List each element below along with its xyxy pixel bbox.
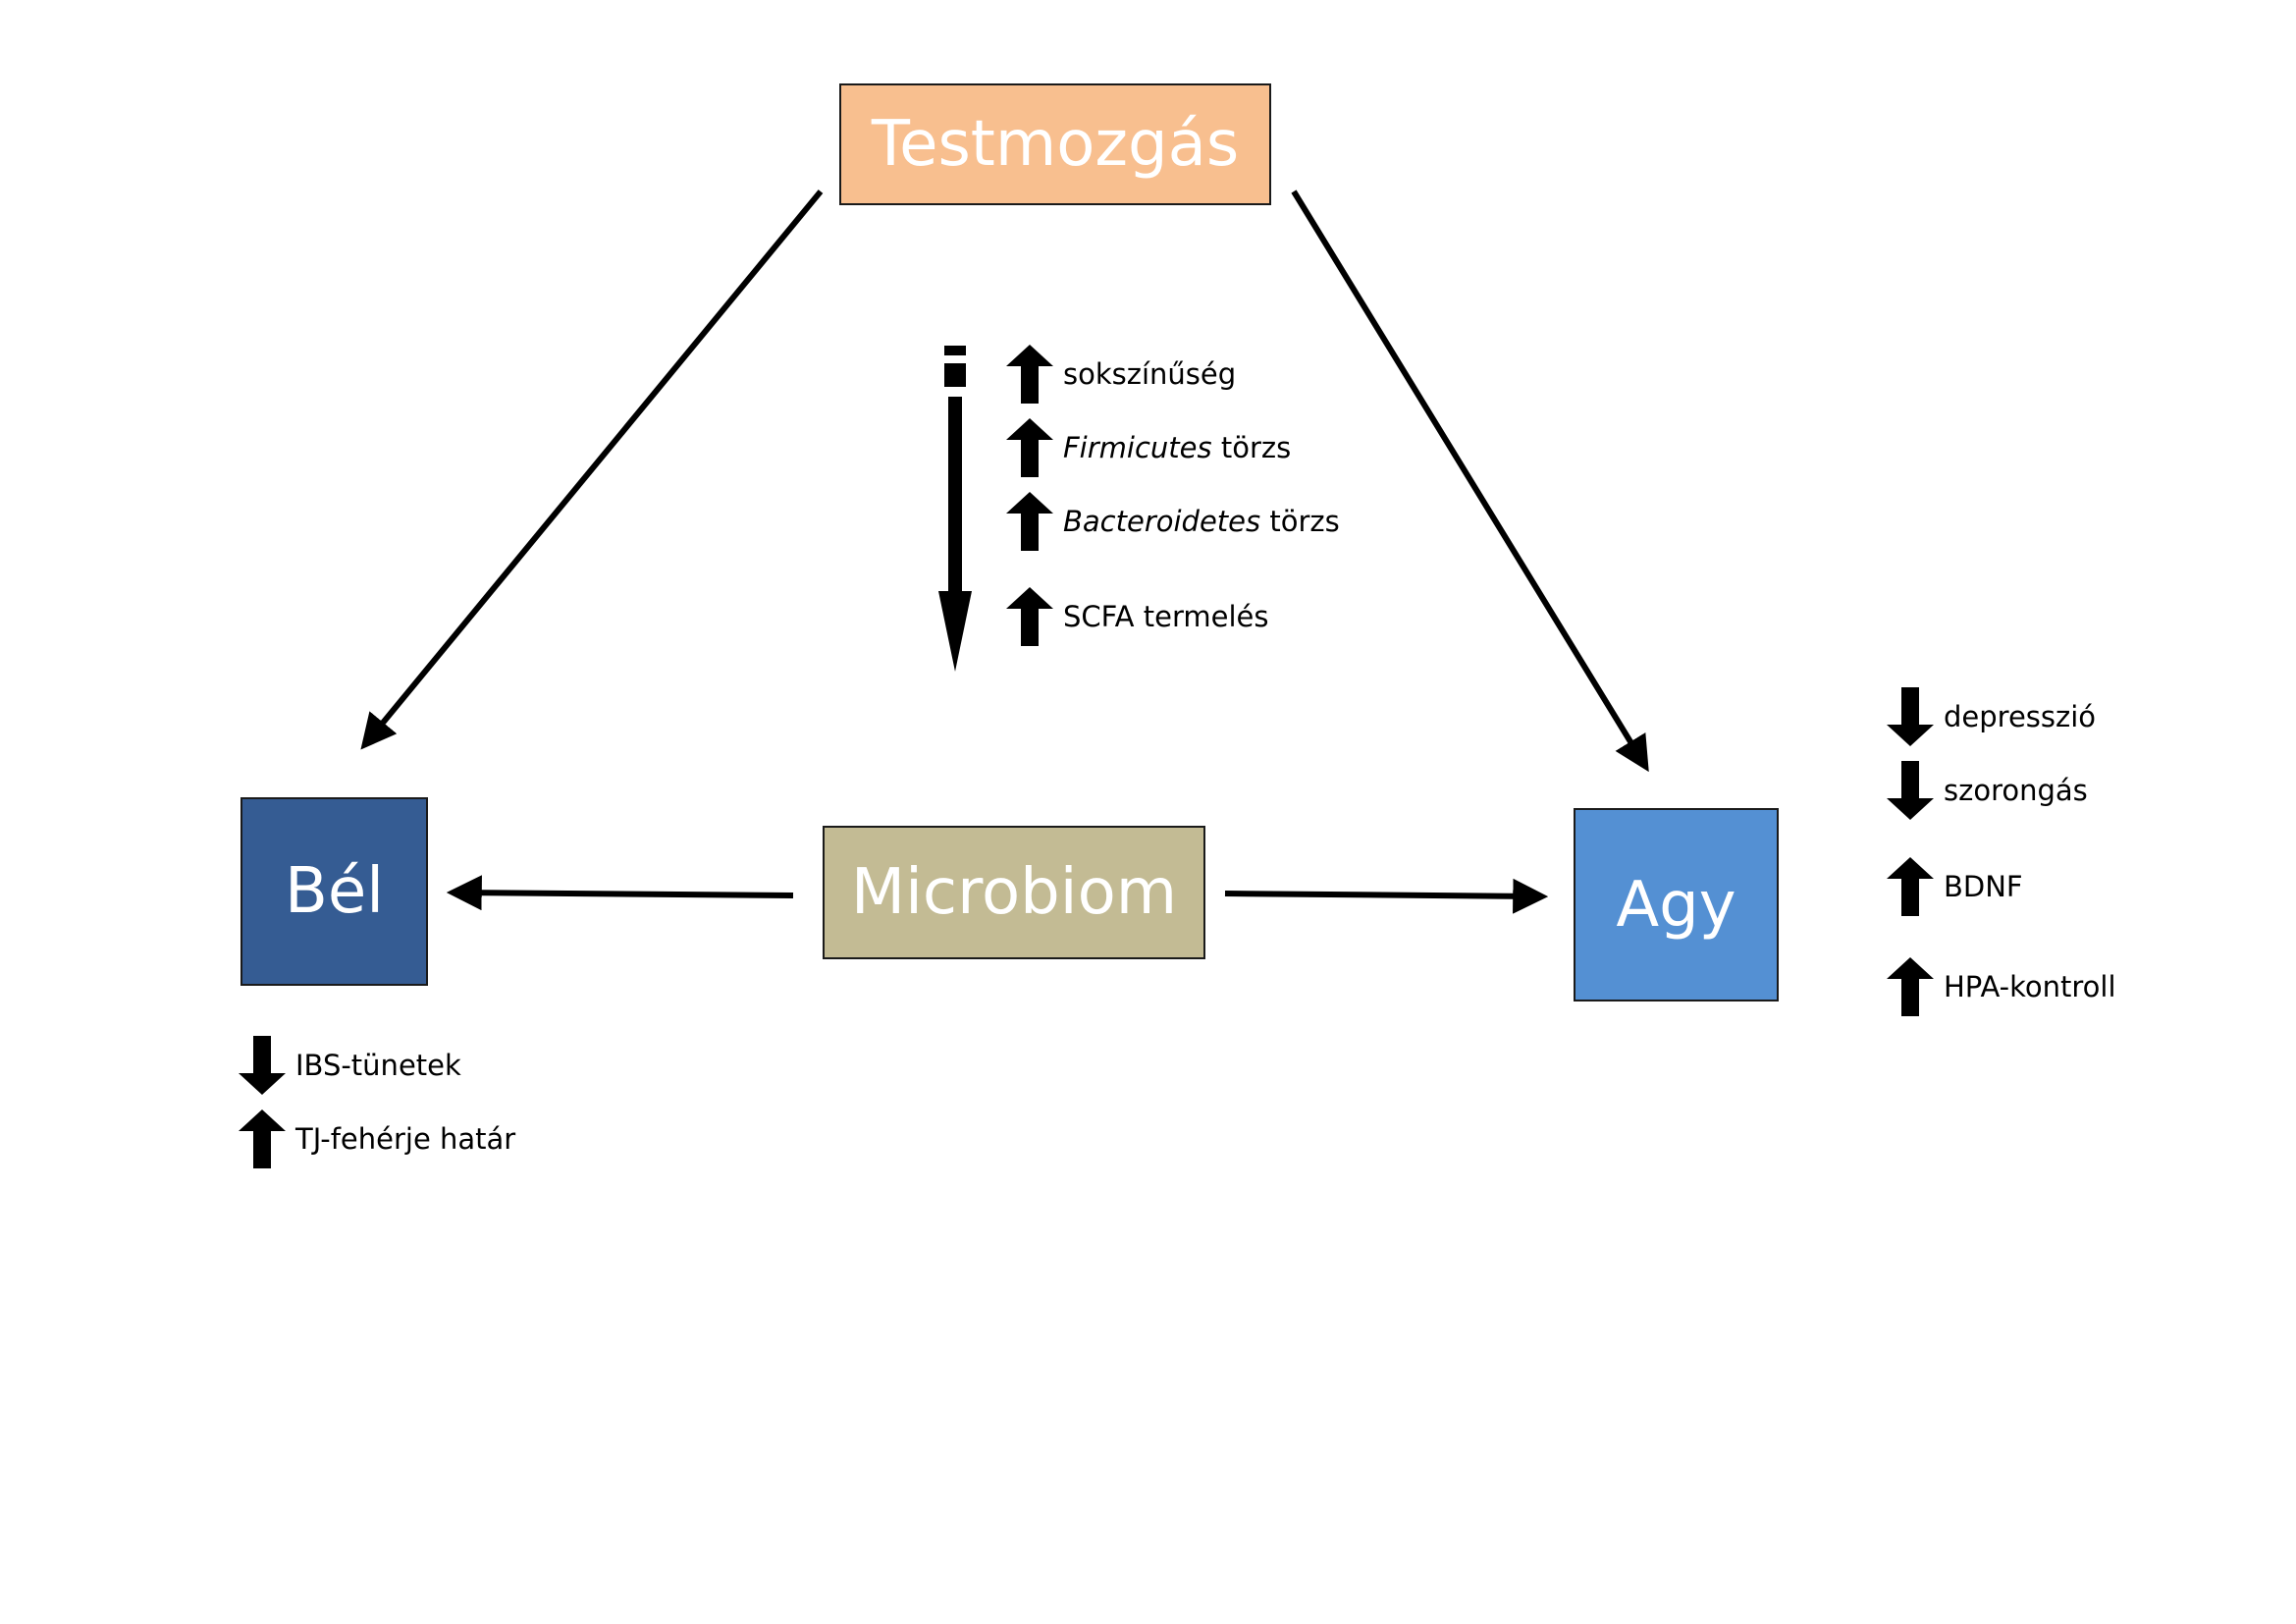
node-testmozgas: Testmozgás [839,83,1271,205]
up-arrow-icon [1887,857,1934,916]
up-arrow-icon [1006,587,1053,646]
node-microbiom-label: Microbiom [850,856,1178,929]
gut-effect-item: TJ-fehérje határ [239,1110,515,1168]
brain-effect-item: szorongás [1887,761,2088,820]
microbiome-effect-label: sokszínűség [1063,357,1237,391]
gut-effect-item: IBS-tünetek [239,1036,461,1095]
down-arrow-icon [239,1036,286,1095]
brain-effect-label: BDNF [1944,870,2023,903]
node-bel-label: Bél [284,855,385,928]
gut-effect-label: IBS-tünetek [295,1049,461,1082]
arrow-testmozgas-to-agy [1291,189,1649,773]
microbiome-effect-item: Bacteroidetes törzs [1006,492,1340,551]
up-arrow-icon [239,1110,286,1168]
node-agy: Agy [1574,808,1779,1001]
arrow-testmozgas-to-bel [360,189,824,750]
brain-effect-label: szorongás [1944,774,2088,807]
up-arrow-icon [1006,492,1053,551]
arrow-microbiom-to-agy [1224,878,1549,914]
dashed-arrow-testmozgas-to-microbiom [938,346,972,672]
microbiome-effect-label: Firmicutes törzs [1063,431,1292,464]
down-arrow-icon [1887,687,1934,746]
up-arrow-icon [1887,957,1934,1016]
brain-effect-label: HPA-kontroll [1944,970,2116,1003]
node-bel: Bél [240,797,428,986]
brain-effect-label: depresszió [1944,700,2097,733]
brain-effect-item: depresszió [1887,687,2096,746]
microbiome-effect-item: sokszínűség [1006,345,1236,404]
microbiome-effect-label: SCFA termelés [1063,600,1269,633]
node-agy-label: Agy [1616,868,1736,942]
gut-effect-label: TJ-fehérje határ [295,1122,516,1156]
down-arrow-icon [1887,761,1934,820]
microbiome-effect-label: Bacteroidetes törzs [1063,505,1340,538]
arrow-microbiom-to-bel [446,875,794,911]
microbiome-effect-item: Firmicutes törzs [1006,418,1291,477]
up-arrow-icon [1006,345,1053,404]
node-testmozgas-label: Testmozgás [871,108,1240,181]
microbiome-effect-item: SCFA termelés [1006,587,1268,646]
brain-effect-item: BDNF [1887,857,2023,916]
brain-effect-item: HPA-kontroll [1887,957,2116,1016]
node-microbiom: Microbiom [823,826,1205,959]
up-arrow-icon [1006,418,1053,477]
